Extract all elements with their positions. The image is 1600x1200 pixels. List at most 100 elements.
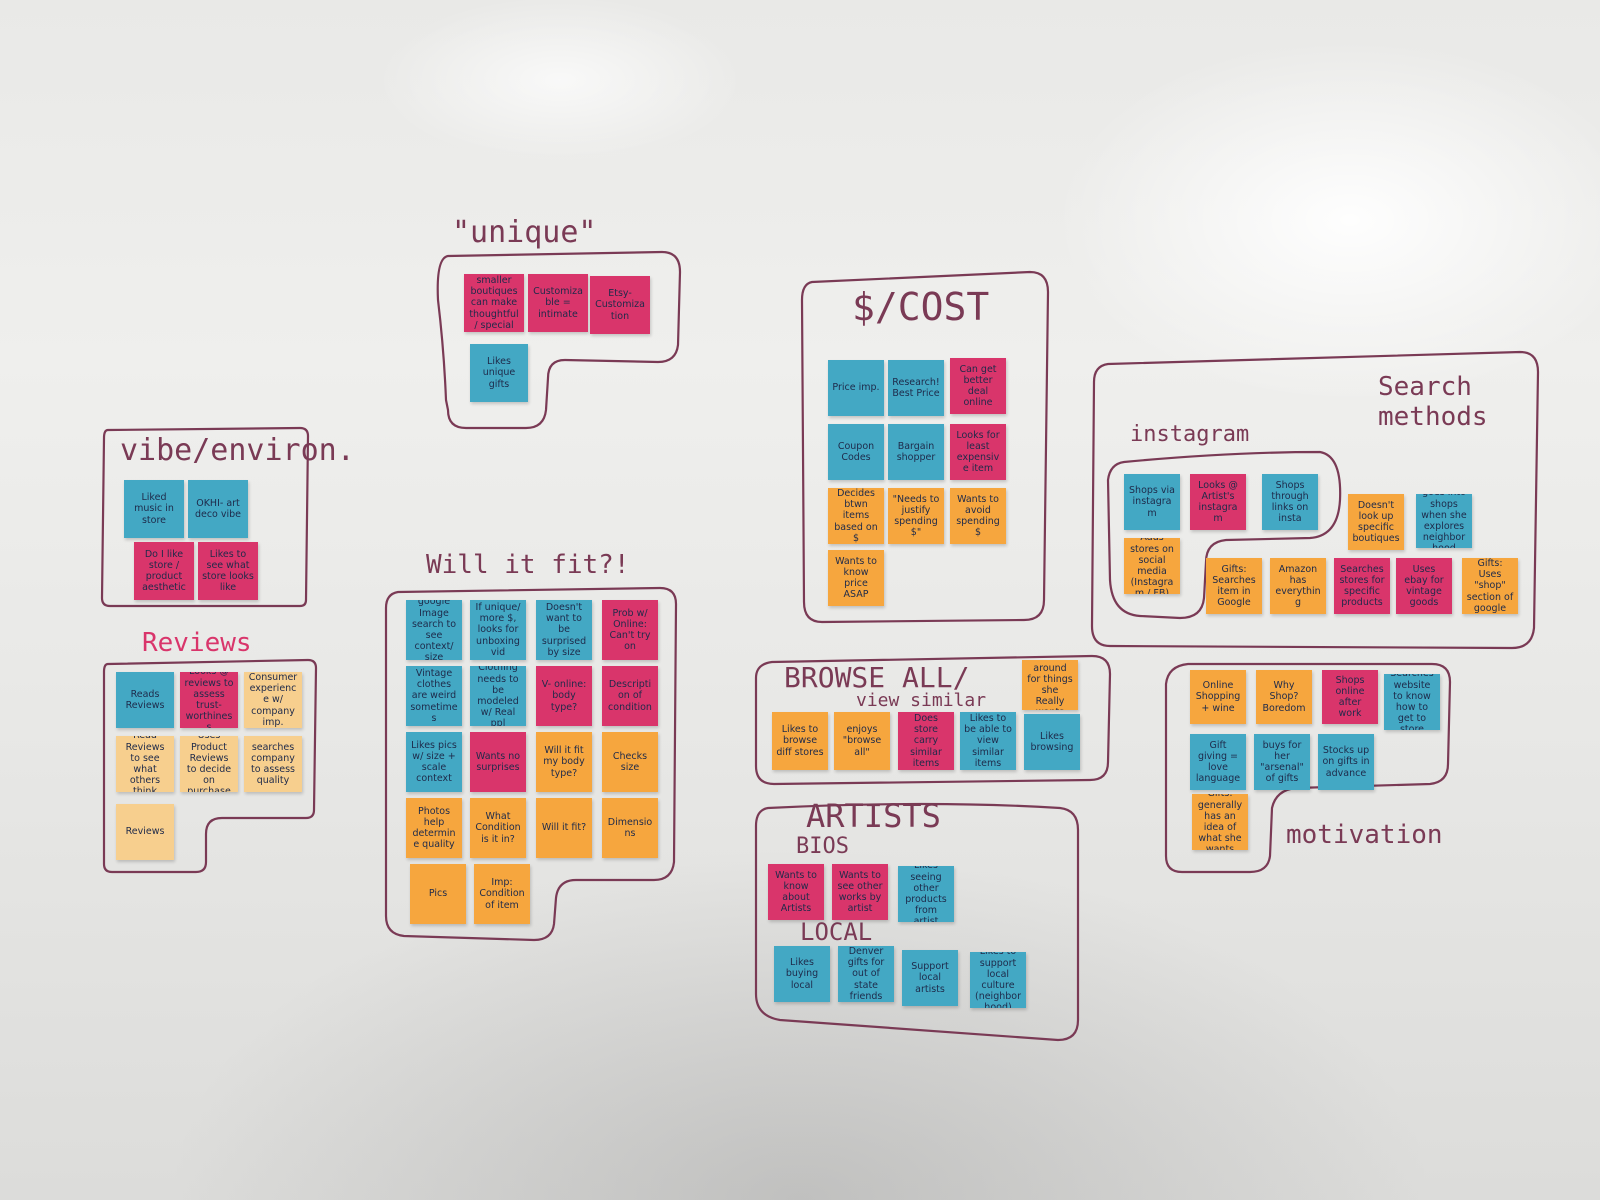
sticky-note: Can get better deal online (950, 358, 1006, 414)
heading-vibe: vibe/environ. (120, 433, 355, 468)
sticky-note: Looks @ reviews to assess trust-worthine… (180, 672, 238, 728)
sticky-note: Will it fit my body type? (536, 732, 592, 792)
cost-cluster-outline (800, 270, 1050, 624)
sticky-note: Doesn't want to be surprised by size (536, 600, 592, 660)
heading-browse-all: BROWSE ALL/ (784, 661, 970, 694)
sticky-note: Liked music in store (124, 480, 184, 538)
heading-unique: "unique" (452, 215, 597, 250)
sticky-note: Looks for least expensive item (950, 424, 1006, 480)
sticky-note: Likes buying local (774, 946, 830, 1002)
sticky-note: Why Shop? Boredom (1256, 670, 1312, 724)
sticky-note: If unique/ more $, looks for unboxing vi… (470, 600, 526, 660)
sticky-note: Online Shopping + wine (1190, 670, 1246, 724)
heading-motivation: motivation (1286, 820, 1443, 850)
sticky-note: Wants to know price ASAP (828, 550, 884, 606)
sticky-note: Looks @ Artist's instagram (1190, 474, 1246, 530)
sticky-note: buys for her "arsenal" of gifts (1254, 734, 1310, 790)
sticky-note: Read Reviews to see what others think (116, 736, 174, 792)
sticky-note: Searches website to know how to get to s… (1384, 674, 1440, 730)
sticky-note: Likes to support local culture (neighbor… (970, 952, 1026, 1008)
sticky-note: goes into shops when she explores neighb… (1416, 494, 1472, 548)
sticky-note: Likes to see what store looks like (198, 542, 258, 600)
heading-will-it-fit: Will it fit?! (426, 550, 630, 580)
sticky-note: Searches stores for specific products (1334, 558, 1390, 614)
sticky-note: Likes browsing (1024, 714, 1080, 770)
heading-instagram: instagram (1130, 422, 1250, 447)
sticky-note: What Condition is it in? (470, 798, 526, 858)
sticky-note: Uses Product Reviews to decide on purcha… (180, 736, 238, 792)
sticky-note: Customizable = intimate (528, 274, 588, 332)
sticky-note: searches company to assess quality (244, 736, 302, 792)
motivation-cluster-outline (1164, 662, 1452, 874)
sticky-note: Support local artists (902, 950, 958, 1006)
sticky-note: Do I like store / product aesthetic (134, 542, 194, 600)
sticky-note: Coupon Codes (828, 424, 884, 480)
sticky-note: Shops online after work (1322, 670, 1378, 724)
reviews-cluster-outline (102, 658, 318, 874)
sticky-note: Gifts: generally has an idea of what she… (1192, 794, 1248, 850)
sticky-note: Likes to be able to view similar items (960, 712, 1016, 770)
sticky-note: Photos help determine quality (406, 798, 462, 858)
sticky-note: Does store carry similar items (898, 712, 954, 770)
sticky-note: Description of condition (602, 666, 658, 726)
sticky-note: Checks size (602, 732, 658, 792)
sticky-note: Amazon has everything (1270, 558, 1326, 614)
sticky-note: Wants to see other works by artist (832, 864, 888, 920)
sticky-note: Imp: Condition of item (474, 864, 530, 924)
heading-reviews: Reviews (142, 628, 252, 658)
unique-cluster-outline (436, 250, 682, 430)
sticky-note: Uses ebay for vintage goods (1396, 558, 1452, 614)
sticky-note: Wants to avoid spending $ (950, 488, 1006, 544)
sticky-note: smaller boutiques can make thoughtful/ s… (464, 274, 524, 332)
sticky-note: Doesn't look up specific boutiques (1348, 494, 1404, 550)
sticky-note: OKHI- art deco vibe (188, 480, 248, 538)
sticky-note: Decides btwn items based on $ (828, 488, 884, 544)
sticky-note: Price imp. (828, 360, 884, 416)
sticky-note: Vintage clothes are weird sometimes (406, 666, 462, 726)
heading-artists: ARTISTS (806, 797, 941, 835)
sticky-note: Dimensions (602, 798, 658, 858)
heading-search-methods-1: Search (1378, 372, 1472, 402)
heading-search-methods-2: methods (1378, 402, 1488, 432)
sticky-note: Reads Reviews (116, 672, 174, 728)
sticky-note: Adds stores on social media (Instagram /… (1124, 538, 1180, 594)
will-it-fit-cluster-outline (384, 586, 678, 942)
sticky-note: Reviews (116, 804, 174, 860)
sticky-note: Gifts: Uses "shop" section of google (1462, 558, 1518, 614)
heading-bios: BIOS (796, 834, 849, 859)
sticky-note: Research! Best Price (888, 360, 944, 416)
heading-view-similar: view similar (856, 690, 987, 711)
sticky-note: Clothing needs to be modeled w/ Real ppl (470, 666, 526, 726)
sticky-note: Denver gifts for out of state friends (838, 946, 894, 1002)
heading-local: LOCAL (800, 918, 873, 946)
sticky-note: Bargain shopper (888, 424, 944, 480)
sticky-note: "Needs to justify spending $" (888, 488, 944, 544)
sticky-note: Prob w/ Online: Can't try on (602, 600, 658, 660)
heading-cost: $/COST (852, 285, 990, 329)
sticky-note: Gift giving = love language (1190, 734, 1246, 790)
sticky-note: Likes seeing other products from artist (898, 866, 954, 922)
search-methods-cluster-outline (1090, 350, 1540, 650)
sticky-note: Wants to know about Artists (768, 864, 824, 920)
vibe-cluster-outline (100, 426, 310, 608)
sticky-note: Likes to browse diff stores (772, 712, 828, 770)
sticky-note: Stocks up on gifts in advance (1318, 734, 1374, 790)
sticky-note: browses around for things she Really wan… (1022, 660, 1078, 710)
sticky-note: Wants no surprises (470, 732, 526, 792)
sticky-note: Likes unique gifts (470, 344, 528, 402)
sticky-note: Will it fit? (536, 798, 592, 858)
sticky-note: V- online: body type? (536, 666, 592, 726)
sticky-note: Etsy- Customization (590, 276, 650, 334)
sticky-note: enjoys "browse all" (834, 712, 890, 770)
sticky-note: Likes pics w/ size + scale context (406, 732, 462, 792)
artists-cluster-outline (754, 802, 1080, 1042)
sticky-note: Shops through links on insta (1262, 474, 1318, 530)
sticky-note: google Image search to see context/ size (406, 600, 462, 660)
sticky-note: Gifts: Searches item in Google (1206, 558, 1262, 614)
sticky-note: Shops via instagram (1124, 474, 1180, 530)
sticky-note: Pics (410, 864, 466, 924)
browse-all-cluster-outline (754, 654, 1112, 786)
sticky-note: Consumer experience w/ company imp. (244, 672, 302, 728)
